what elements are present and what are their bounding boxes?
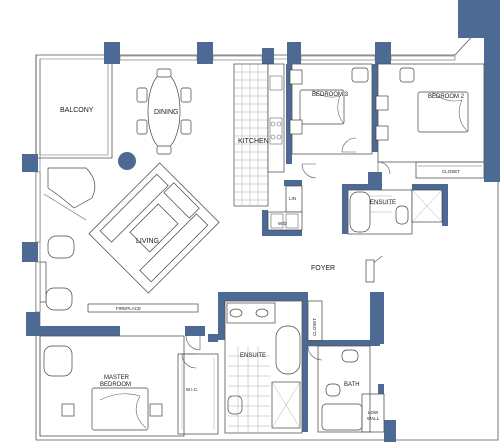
windows bbox=[35, 55, 456, 313]
kitchen-counter bbox=[233, 63, 285, 207]
label-bath: BATH bbox=[344, 382, 360, 388]
label-wd: W/D bbox=[278, 221, 287, 226]
label-ensuite-top: ENSUITE bbox=[370, 200, 396, 206]
label-lin: LIN bbox=[289, 196, 296, 201]
label-wic: W.I.C. bbox=[186, 387, 198, 392]
foyer-area bbox=[365, 255, 383, 283]
label-kitchen: KITCHEN bbox=[238, 138, 269, 145]
label-dining: DINING bbox=[154, 109, 179, 116]
balcony-area bbox=[35, 55, 113, 159]
bedroom3-area bbox=[289, 63, 373, 155]
ensuite-main-area bbox=[224, 300, 303, 434]
label-balcony: BALCONY bbox=[60, 107, 94, 114]
label-master-line1: MASTER bbox=[104, 375, 130, 381]
label-low-wall-line2: WALL bbox=[367, 416, 380, 421]
label-fireplace: FIREPLACE bbox=[116, 306, 141, 311]
bedroom2-area bbox=[375, 63, 485, 179]
label-foyer: FOYER bbox=[311, 265, 335, 272]
label-closet-small: CLOSET bbox=[312, 318, 317, 336]
structural-walls bbox=[22, 0, 500, 442]
label-ensuite-main: ENSUITE bbox=[240, 353, 266, 359]
laundry-area bbox=[267, 163, 317, 231]
bath-area bbox=[307, 300, 385, 433]
living-furniture bbox=[39, 162, 220, 377]
label-living: LIVING bbox=[136, 238, 159, 245]
dining-set bbox=[136, 68, 192, 155]
master-bedroom-area bbox=[39, 335, 201, 437]
label-bedroom2: BEDROOM 2 bbox=[428, 94, 465, 100]
label-closet: CLOSET bbox=[442, 169, 460, 174]
label-bedroom3: BEDROOM 3 bbox=[312, 92, 349, 98]
label-master-line2: BEDROOM bbox=[100, 382, 131, 388]
ensuite-top-area bbox=[347, 189, 443, 235]
walk-in-closet-area bbox=[177, 353, 219, 435]
label-low-wall-line1: LOW bbox=[368, 410, 379, 415]
